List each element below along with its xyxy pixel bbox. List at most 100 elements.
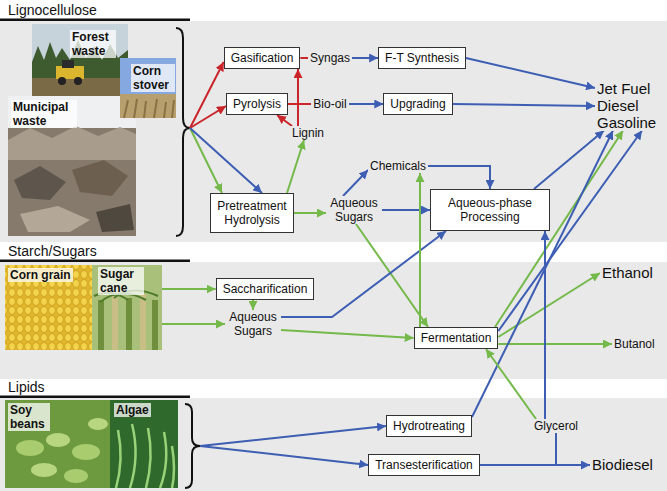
flow-text: Biodiesel: [592, 456, 653, 474]
photo-sky: [32, 24, 128, 96]
flow-arrow: [534, 131, 604, 190]
process-box: Pyrolysis: [226, 93, 288, 115]
flow-arrow: [297, 69, 299, 126]
soy-pod: [46, 433, 70, 447]
photo-label: Corn stover: [131, 64, 175, 92]
flow-arrow: [428, 166, 490, 189]
corn-grain-photo: [5, 265, 92, 350]
product-label: Butanol: [612, 337, 657, 351]
flow-text: Butanol: [614, 337, 655, 351]
forest-machine: [56, 66, 84, 79]
photo-label: Sugar cane: [98, 267, 144, 295]
municipal-waste-photo: [8, 96, 136, 236]
photo-sky: [120, 58, 176, 94]
band-heading: Starch/Sugars: [8, 243, 97, 259]
photo-label: Corn grain: [8, 268, 73, 282]
grouping-bracket: [176, 28, 190, 236]
flow-arrow: [472, 131, 613, 418]
heading-holder: Starch/Sugars: [8, 243, 97, 259]
process-label: Pretreatment Hydrolysis: [214, 199, 290, 227]
stover-stalks: [124, 99, 174, 118]
cane-stalk: [140, 294, 146, 350]
flow-arrow: [190, 62, 224, 128]
flow-text: Chemicals: [370, 159, 426, 173]
cane-stalk: [126, 298, 132, 350]
flow-arrow: [419, 173, 421, 327]
soy-pod: [31, 463, 57, 477]
flow-arrow: [352, 57, 378, 59]
label-holder: Corn stover: [131, 64, 175, 92]
heading-holder: Lipids: [8, 379, 45, 395]
flow-arrow: [498, 273, 600, 337]
heading-rule: [0, 260, 190, 263]
machine-wheel: [74, 77, 82, 85]
flow-arrow: [343, 170, 368, 196]
feedstock-photos: Soy beans Algae: [5, 400, 200, 488]
label-holder: Forest waste: [70, 30, 116, 58]
flow-arrow: [281, 330, 414, 338]
grouping-bracket: [185, 404, 200, 488]
soy-pod: [72, 444, 100, 460]
flow-arrow: [498, 343, 612, 345]
corn-kernels: [5, 265, 92, 350]
cane-stalk: [98, 300, 104, 350]
soy-pod: [88, 418, 108, 430]
process-box: Transesterification: [368, 454, 480, 476]
flow-label: Aqueous Sugars: [225, 310, 281, 338]
algae-ground: [110, 400, 178, 488]
flow-arrow: [453, 104, 595, 106]
flow-text: Jet Fuel Diesel Gasoline: [597, 80, 659, 131]
photo-label: Municipal waste: [11, 100, 77, 128]
cane-ground: [92, 265, 162, 350]
process-label: Upgrading: [390, 97, 445, 111]
product-label: Ethanol: [600, 264, 655, 282]
heading-rule: [0, 19, 190, 22]
flow-arrow: [252, 300, 254, 310]
process-label: Aqueous-phase Processing: [445, 196, 535, 224]
flow-text: Aqueous Sugars: [328, 196, 380, 224]
cane-stalk: [112, 296, 118, 350]
machine-wheel: [58, 77, 66, 85]
flow-arrow: [486, 349, 536, 419]
corn-stover-photo: [120, 58, 176, 118]
photo-field: [120, 58, 176, 118]
label-holder: Municipal waste: [11, 100, 77, 128]
algae-strands: [116, 424, 174, 488]
forest-waste-photo: [32, 24, 128, 96]
feedstock-band: LipidsSoy beansAlgaeHydrotreatingGlycero…: [0, 398, 667, 491]
photo-label: Forest waste: [70, 30, 116, 58]
photo-label: Soy beans: [8, 403, 50, 431]
rubble-piece: [14, 166, 66, 200]
photo-ground: [8, 96, 136, 236]
band-heading: Lipids: [8, 379, 45, 395]
process-box: Saccharification: [216, 278, 315, 300]
process-box: Aqueous-phase Processing: [430, 189, 550, 231]
flow-text: Ethanol: [602, 264, 653, 282]
rubble-piece: [20, 206, 90, 232]
connector-group: [162, 58, 642, 465]
flow-arrow: [162, 323, 225, 325]
flow-arrow: [190, 128, 262, 193]
band-heading: Lignocellulose: [8, 2, 97, 18]
flow-text: Glycerol: [534, 419, 578, 433]
machine-cab: [62, 60, 74, 68]
process-label: Fermentation: [421, 331, 492, 345]
flow-label: Bio-oil: [311, 97, 348, 111]
soy-ground: [5, 400, 112, 488]
flow-arrow: [288, 103, 311, 105]
soy-pod: [16, 440, 44, 456]
flow-arrow: [466, 58, 595, 88]
label-holder: Corn grain: [8, 268, 73, 282]
flow-arrow: [190, 128, 222, 193]
process-label: Saccharification: [223, 282, 308, 296]
heading-holder: Lignocellulose: [8, 2, 97, 18]
process-box: Hydrotreating: [386, 415, 472, 437]
flow-text: Bio-oil: [313, 97, 346, 111]
flow-arrow: [277, 115, 292, 126]
label-holder: Algae: [114, 403, 151, 417]
label-holder: Soy beans: [8, 403, 50, 431]
